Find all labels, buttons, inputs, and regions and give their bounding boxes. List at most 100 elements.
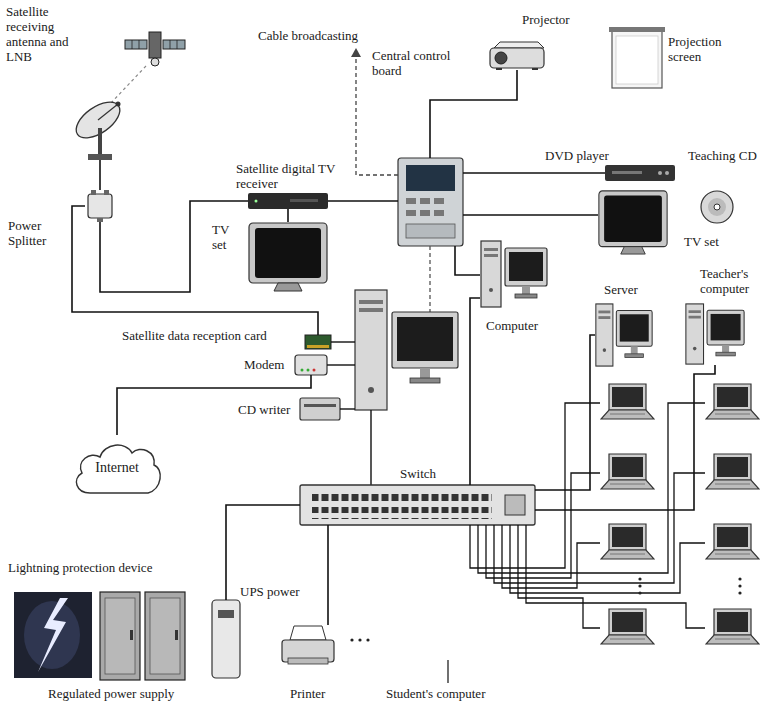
annotation-label: Student's computer: [386, 686, 485, 701]
dvd-player-icon: [605, 165, 675, 181]
satellite-icon: [149, 32, 161, 58]
device-node: TV set: [598, 190, 668, 255]
printer-icon: [282, 626, 334, 664]
cable-connector: [535, 335, 595, 490]
computer-icon: [481, 241, 547, 307]
projector-icon: [490, 42, 544, 70]
more-dots: [350, 577, 741, 641]
device-node: CD writer: [300, 398, 340, 420]
device-label: UPS power: [240, 584, 300, 599]
dvd-player-icon: [605, 165, 675, 181]
device-label: Satellite digital TV receiver: [236, 161, 344, 191]
device-node: Teaching CD: [700, 190, 734, 224]
broadcast-arrow: [351, 48, 361, 57]
computer-wire: [331, 341, 355, 342]
cable-connector: [470, 298, 480, 485]
computer-wire: [327, 342, 371, 485]
ups-icon: [218, 610, 234, 618]
dish-antenna-icon: [88, 154, 112, 160]
more-dots: [358, 638, 361, 641]
device-node: Power Splitter: [85, 190, 115, 222]
device-node: Regulated power supply: [100, 592, 185, 680]
student-wire: [470, 403, 705, 628]
power-splitter-icon: [91, 190, 96, 195]
power-cabinet-icon: [175, 630, 178, 640]
projection-screen-icon: [609, 27, 665, 32]
cd-writer-icon: [304, 404, 336, 407]
control-board-icon: [420, 210, 430, 216]
projection-screen-icon: [616, 36, 658, 84]
control-board-icon: [398, 158, 463, 246]
device-label: Teacher's computer: [700, 266, 770, 296]
main-computer-icon: [355, 290, 458, 410]
switch-icon: [312, 491, 492, 503]
cd-writer-icon: [300, 398, 340, 420]
device-label: Switch: [400, 466, 436, 481]
more-dots: [366, 638, 369, 641]
device-node: Satellite digital TV receiver: [248, 193, 328, 209]
student-laptop-icon: [706, 524, 759, 559]
student-laptop-icon: [601, 384, 654, 419]
device-label: TV set: [212, 222, 242, 252]
student-laptop-icon: [601, 609, 654, 644]
main-computer-icon: [410, 378, 440, 383]
device-label: Power Splitter: [8, 218, 70, 248]
main-computer-icon: [355, 290, 387, 410]
projector-icon: [494, 42, 544, 48]
device-node: UPS power: [212, 600, 240, 678]
more-dots: [738, 584, 741, 587]
satellite-icon: [163, 40, 185, 49]
power-splitter-icon: [104, 190, 109, 195]
projection-screen-icon: [609, 27, 665, 88]
main-computer-icon: [359, 308, 383, 312]
dvd-player-icon: [658, 171, 662, 175]
computer-wire: [370, 410, 371, 485]
switch-icon: [300, 485, 535, 525]
student-laptop-icon: [601, 524, 654, 559]
main-computer-icon: [359, 300, 383, 304]
cable-connector: [463, 172, 605, 174]
modem-icon: [313, 369, 316, 372]
device-label: Central control board: [372, 48, 472, 78]
student-wire: [526, 525, 705, 628]
student-wire: [478, 403, 705, 573]
teaching-cd-icon: [701, 191, 733, 223]
device-label: Modem: [244, 357, 284, 372]
device-label: Teaching CD: [688, 148, 757, 163]
control-board-icon: [434, 198, 444, 204]
device-label: Regulated power supply: [48, 686, 174, 701]
device-label: Printer: [290, 686, 325, 701]
cable-connector: [99, 160, 101, 190]
cable-connector: [455, 246, 480, 275]
device-label: Server: [604, 282, 638, 297]
device-label: Satellite data reception card: [122, 328, 267, 343]
power-splitter-icon: [97, 218, 103, 222]
tv-receiver-icon: [290, 199, 318, 202]
dish-antenna-icon: [98, 104, 118, 120]
device-node: Projection screen: [612, 30, 662, 88]
device-label: Computer: [486, 318, 538, 333]
control-link: [429, 246, 430, 312]
cd-writer-icon: [300, 398, 340, 420]
dish-antenna-icon: [70, 95, 126, 160]
power-splitter-icon: [88, 194, 112, 218]
more-dots: [738, 591, 741, 594]
projector-icon: [532, 68, 538, 70]
lightning-image: [14, 592, 92, 678]
more-dots: [638, 577, 641, 580]
control-board-icon: [406, 210, 416, 216]
main-computer-icon: [368, 387, 374, 393]
more-dots: [638, 584, 641, 587]
reception-card-icon: [305, 335, 331, 349]
satellite-icon: [125, 32, 185, 66]
device-node: Modem: [295, 355, 327, 375]
student-wire: [502, 525, 600, 588]
switch-icon: [300, 485, 535, 525]
satellite-icon: [125, 40, 147, 49]
ups-icon: [212, 600, 240, 678]
student-wire: [486, 473, 600, 578]
tv-set-icon: [599, 191, 667, 254]
more-dots: [638, 591, 641, 594]
